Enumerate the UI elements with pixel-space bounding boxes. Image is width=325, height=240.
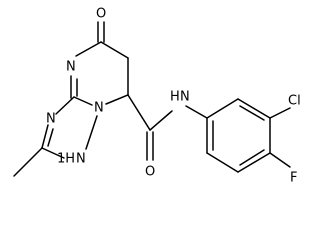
atom-n-triazole: N xyxy=(46,112,56,127)
atom-n-bridge: N xyxy=(94,101,104,116)
bond-ar-cl xyxy=(269,107,291,119)
atom-f: F xyxy=(290,171,297,186)
molecule-diagram: O N N N 1H N H N O Cl F xyxy=(13,7,301,186)
atom-layer: O N N N 1H N H N O Cl F xyxy=(46,7,301,186)
bond-ar-5 xyxy=(206,152,239,173)
bond-c3a-n3 xyxy=(55,96,75,115)
bond-n3-c2-2 xyxy=(47,128,54,147)
bond-c3a-n8 xyxy=(73,96,93,106)
atom-nh-ring-n: N xyxy=(76,152,86,167)
bond-c5-c6 xyxy=(100,41,129,59)
atom-cl: Cl xyxy=(288,94,301,109)
bond-camide-namide xyxy=(149,110,173,131)
bond-ar-2 xyxy=(237,98,271,119)
bond-n1-n8 xyxy=(85,115,98,150)
bond-ar-f xyxy=(269,152,291,168)
bond-layer xyxy=(13,21,291,177)
bond-c5-n4 xyxy=(75,41,102,57)
atom-n-amide: N xyxy=(180,90,190,105)
bond-c2-n1 xyxy=(41,147,65,159)
bond-ar-4 xyxy=(237,152,271,173)
atom-o-amide: O xyxy=(145,165,155,180)
atom-n-pyrimidine: N xyxy=(66,60,76,75)
bond-c7-camide xyxy=(127,94,151,131)
bond-n3-c2 xyxy=(41,124,49,149)
atom-nh-ring-h: 1H xyxy=(57,152,75,167)
bond-c2-methyl xyxy=(13,147,43,177)
bond-namide-aryl xyxy=(185,105,208,119)
atom-o-ketone: O xyxy=(96,7,106,22)
bond-c7-n8 xyxy=(105,94,129,105)
bond-ar-4d xyxy=(239,149,265,166)
bond-ar-1 xyxy=(206,98,239,119)
atom-h-amide: H xyxy=(170,90,180,105)
bond-ar-2d xyxy=(239,105,265,121)
